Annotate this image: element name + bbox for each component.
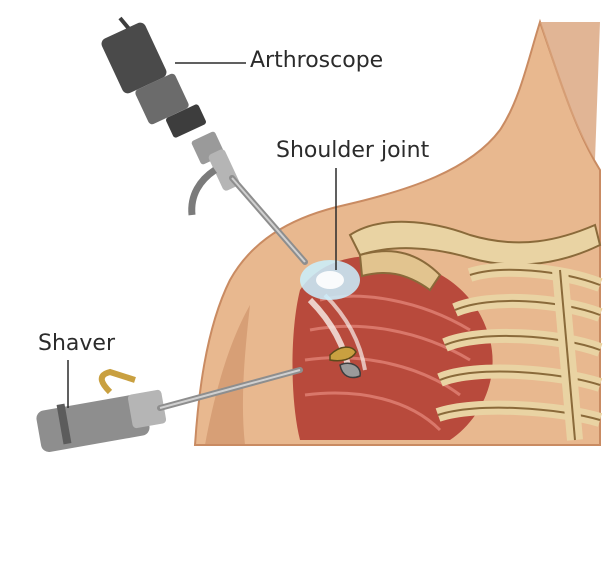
clavicle-bone bbox=[348, 220, 602, 292]
shoulder-joint-label: Shoulder joint bbox=[276, 138, 430, 163]
shaver-label: Shaver bbox=[38, 331, 115, 356]
shaver-instrument bbox=[36, 346, 361, 452]
leader-lines bbox=[67, 62, 337, 408]
joint-light-glow bbox=[300, 260, 360, 300]
arthroscope-label: Arthroscope bbox=[250, 48, 384, 73]
rib-cage bbox=[435, 262, 603, 441]
arthroscope-instrument bbox=[101, 16, 308, 265]
